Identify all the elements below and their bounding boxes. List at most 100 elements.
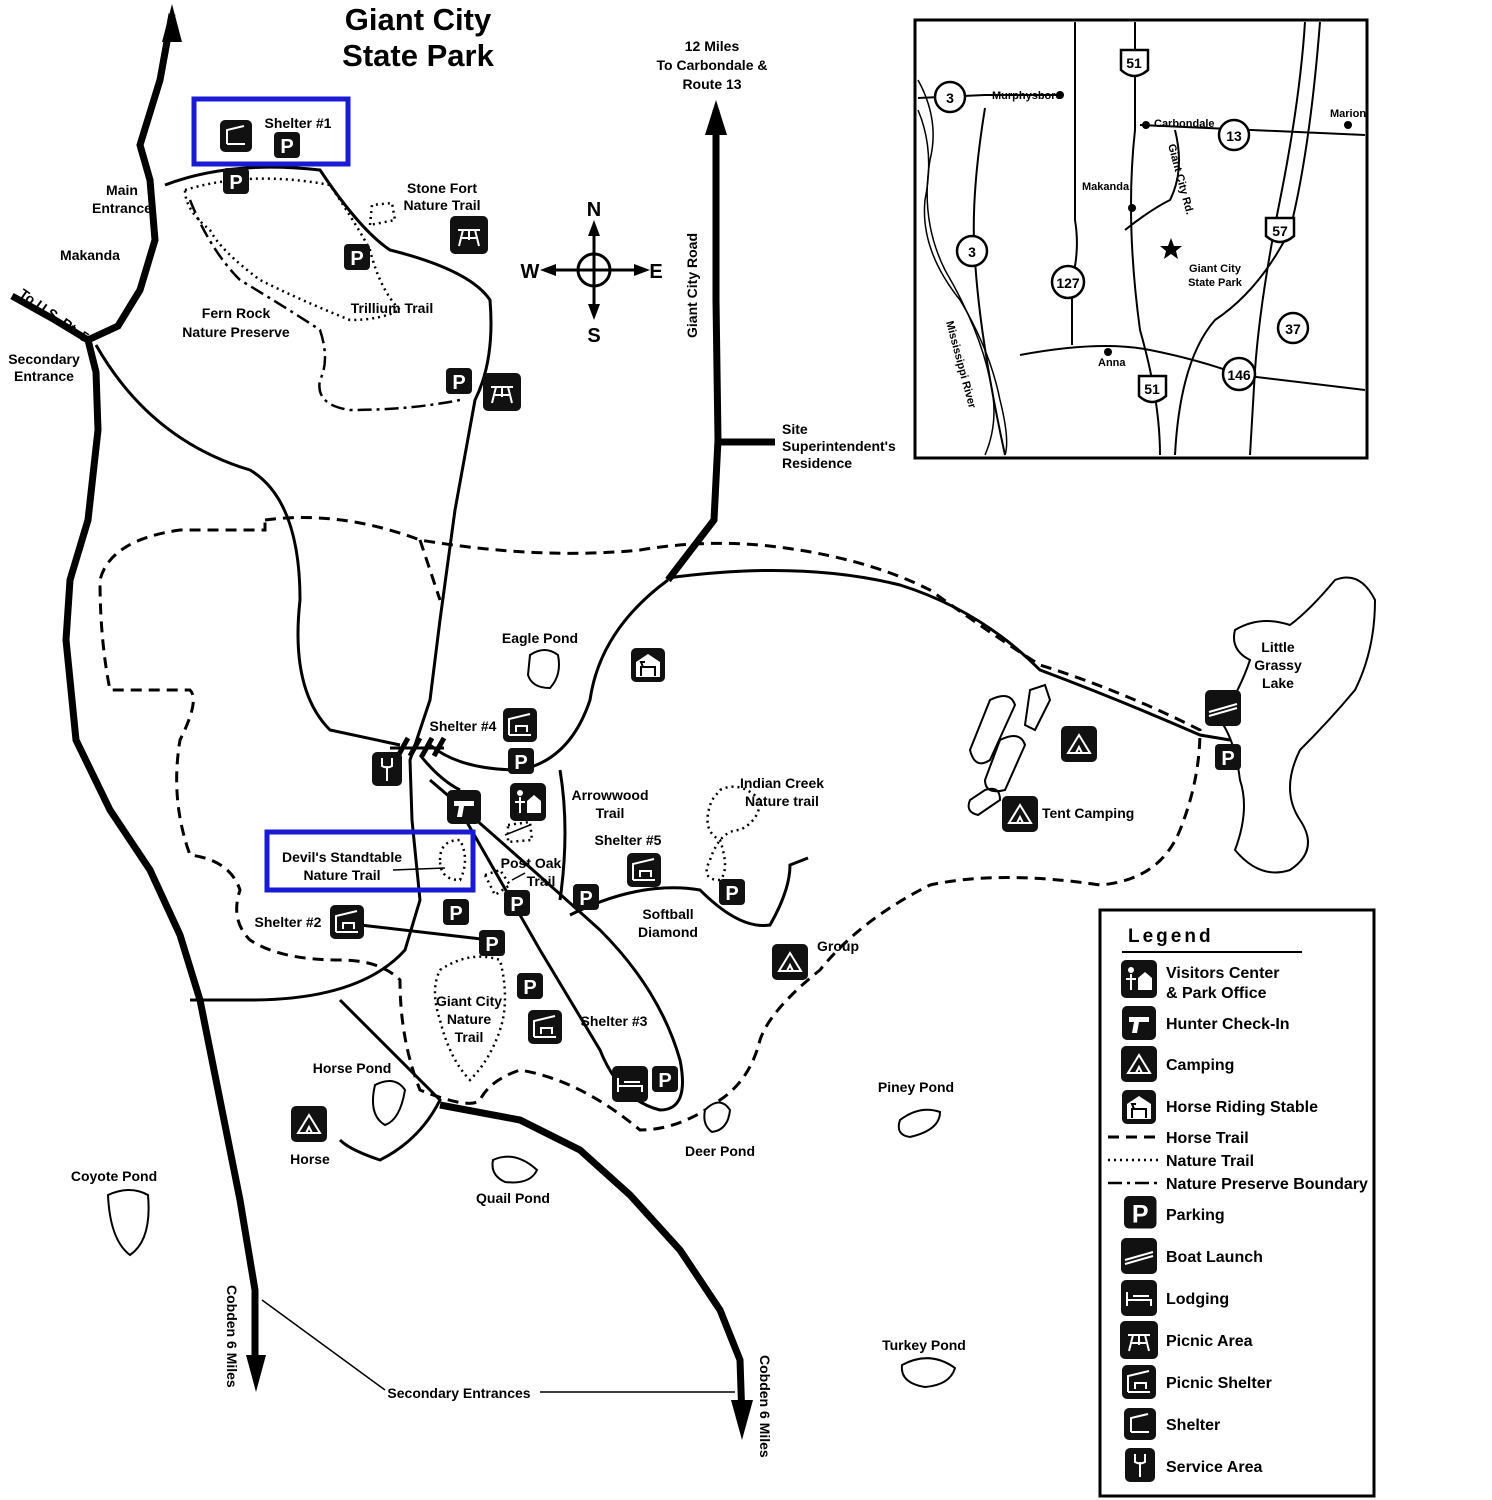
label-turkey-pond: Turkey Pond: [882, 1337, 966, 1353]
shelter3-loop: [429, 778, 684, 1112]
label-little-grassy-2: Grassy: [1254, 657, 1302, 673]
little-grassy-lake: [1218, 576, 1377, 874]
map-title-line2: State Park: [342, 38, 494, 73]
inset-murphysboro: Murphysboro: [992, 90, 1063, 102]
legend-picnic-area-icon: [1119, 1320, 1159, 1360]
label-softball-2: Diamond: [638, 924, 698, 940]
label-stone-fort-1: Stone Fort: [407, 180, 477, 196]
boat-launch-icon: [1204, 689, 1242, 727]
label-giant-city-trail-3: Trail: [455, 1029, 484, 1045]
label-post-oak-1: Post Oak: [501, 855, 562, 871]
legend-visitors-center-icon: [1120, 959, 1158, 999]
legend-label: Hunter Check-In: [1166, 1016, 1290, 1033]
label-group: Group: [817, 938, 859, 954]
compass-w: W: [521, 261, 540, 283]
inset-towns: [1056, 91, 1352, 356]
west-connector-road: [94, 344, 401, 747]
label-piney-pond: Piney Pond: [878, 1079, 954, 1095]
horse-trail-main: [98, 516, 1202, 1132]
compass-rose: [540, 220, 650, 320]
legend-service-area-icon: [1124, 1447, 1156, 1483]
legend-label: Nature Trail: [1166, 1153, 1254, 1170]
parking-icon: [1215, 744, 1241, 770]
label-superintendent-2: Superintendent's: [782, 438, 896, 454]
parking-icon: [573, 884, 599, 910]
picnic-shelter-icon: [527, 1009, 563, 1045]
picnic-area-icon: [449, 215, 489, 255]
label-arrowwood-2: Trail: [596, 805, 625, 821]
giant-city-trail: [433, 955, 507, 1082]
visitors-center-icon: [509, 782, 547, 822]
inset-route-127: 127: [1056, 275, 1080, 291]
inset-park-1: Giant City: [1189, 263, 1242, 275]
parking-icon: [446, 368, 472, 394]
label-giant-city-trail-1: Giant City: [436, 993, 502, 1009]
parking-icon: [719, 879, 745, 905]
legend-label: Parking: [1166, 1207, 1225, 1224]
main-highway: [62, 13, 259, 1375]
legend-picnic-shelter-icon: [1121, 1364, 1157, 1400]
picnic-shelter-icon: [502, 707, 538, 743]
label-horse: Horse: [290, 1151, 330, 1167]
label-indian-creek-1: Indian Creek: [740, 775, 824, 791]
inset-route-13: 13: [1226, 128, 1242, 144]
south-arrow-head-right: [731, 1400, 753, 1440]
label-shelter3: Shelter #3: [581, 1013, 648, 1029]
label-devils-standtable-1: Devil's Standtable: [282, 849, 402, 865]
label-shelter2: Shelter #2: [255, 914, 322, 930]
camping-icon: [771, 943, 809, 981]
legend-label: Shelter: [1166, 1417, 1220, 1434]
indian-creek-trail: [705, 785, 762, 882]
label-shelter4: Shelter #4: [430, 718, 497, 734]
picnic-shelter-icon: [626, 852, 662, 888]
label-secondary-entrance-2: Entrance: [14, 368, 74, 384]
central-road: [429, 578, 669, 772]
legend-lodging-icon: [1120, 1279, 1158, 1317]
label-post-oak-2: Trail: [527, 873, 556, 889]
label-arrowwood-1: Arrowwood: [572, 787, 649, 803]
deer-pond: [703, 1101, 732, 1134]
arrowwood-road: [558, 769, 567, 901]
legend-hunter-checkin-icon: [1122, 1006, 1156, 1040]
leader-lines: [261, 824, 735, 1393]
label-eagle-pond: Eagle Pond: [502, 630, 578, 646]
label-stone-fort-2: Nature Trail: [403, 197, 480, 213]
label-makanda: Makanda: [60, 247, 120, 263]
softball-road: [569, 856, 809, 928]
label-fern-rock-1: Fern Rock: [202, 305, 271, 321]
label-shelter1: Shelter #1: [265, 115, 332, 131]
service-area-icon: [371, 751, 403, 787]
inset-route-146: 146: [1227, 367, 1251, 383]
legend-parking-icon: [1124, 1196, 1157, 1229]
label-coyote-pond: Coyote Pond: [71, 1168, 157, 1184]
eagle-pond: [526, 649, 560, 690]
parking-icon: [479, 930, 505, 956]
inset-route-shields: [933, 48, 1310, 404]
label-shelter5: Shelter #5: [595, 832, 662, 848]
tent-camping-ponds: [967, 683, 1052, 817]
stone-fort-trail: [368, 201, 397, 227]
label-little-grassy-3: Lake: [1262, 675, 1294, 691]
shelter2-road: [359, 923, 491, 942]
hunter-checkin-icon: [447, 790, 481, 824]
compass-e: E: [649, 261, 662, 283]
inset-route-51a: 51: [1126, 55, 1142, 71]
cobden-road: [439, 1101, 746, 1421]
label-cobden-right: Cobden 6 Miles: [757, 1355, 773, 1458]
legend-title: Legend: [1128, 926, 1214, 947]
label-softball-1: Softball: [642, 906, 693, 922]
parking-icon: [344, 244, 370, 270]
to-us51-road: [10, 292, 90, 343]
label-superintendent-1: Site: [782, 421, 808, 437]
horse-road: [338, 998, 442, 1162]
label-secondary-entrance-1: Secondary: [8, 351, 80, 367]
label-quail-pond: Quail Pond: [476, 1190, 550, 1206]
label-fern-rock-2: Nature Preserve: [182, 324, 290, 340]
horse-stable-icon: [630, 647, 666, 683]
label-carbondale-2: To Carbondale &: [657, 57, 768, 73]
legend-horse-stable-icon: [1121, 1089, 1157, 1125]
shelter-icon: [219, 119, 253, 153]
horse-pond: [372, 1080, 407, 1127]
label-cobden-left: Cobden 6 Miles: [224, 1285, 240, 1388]
